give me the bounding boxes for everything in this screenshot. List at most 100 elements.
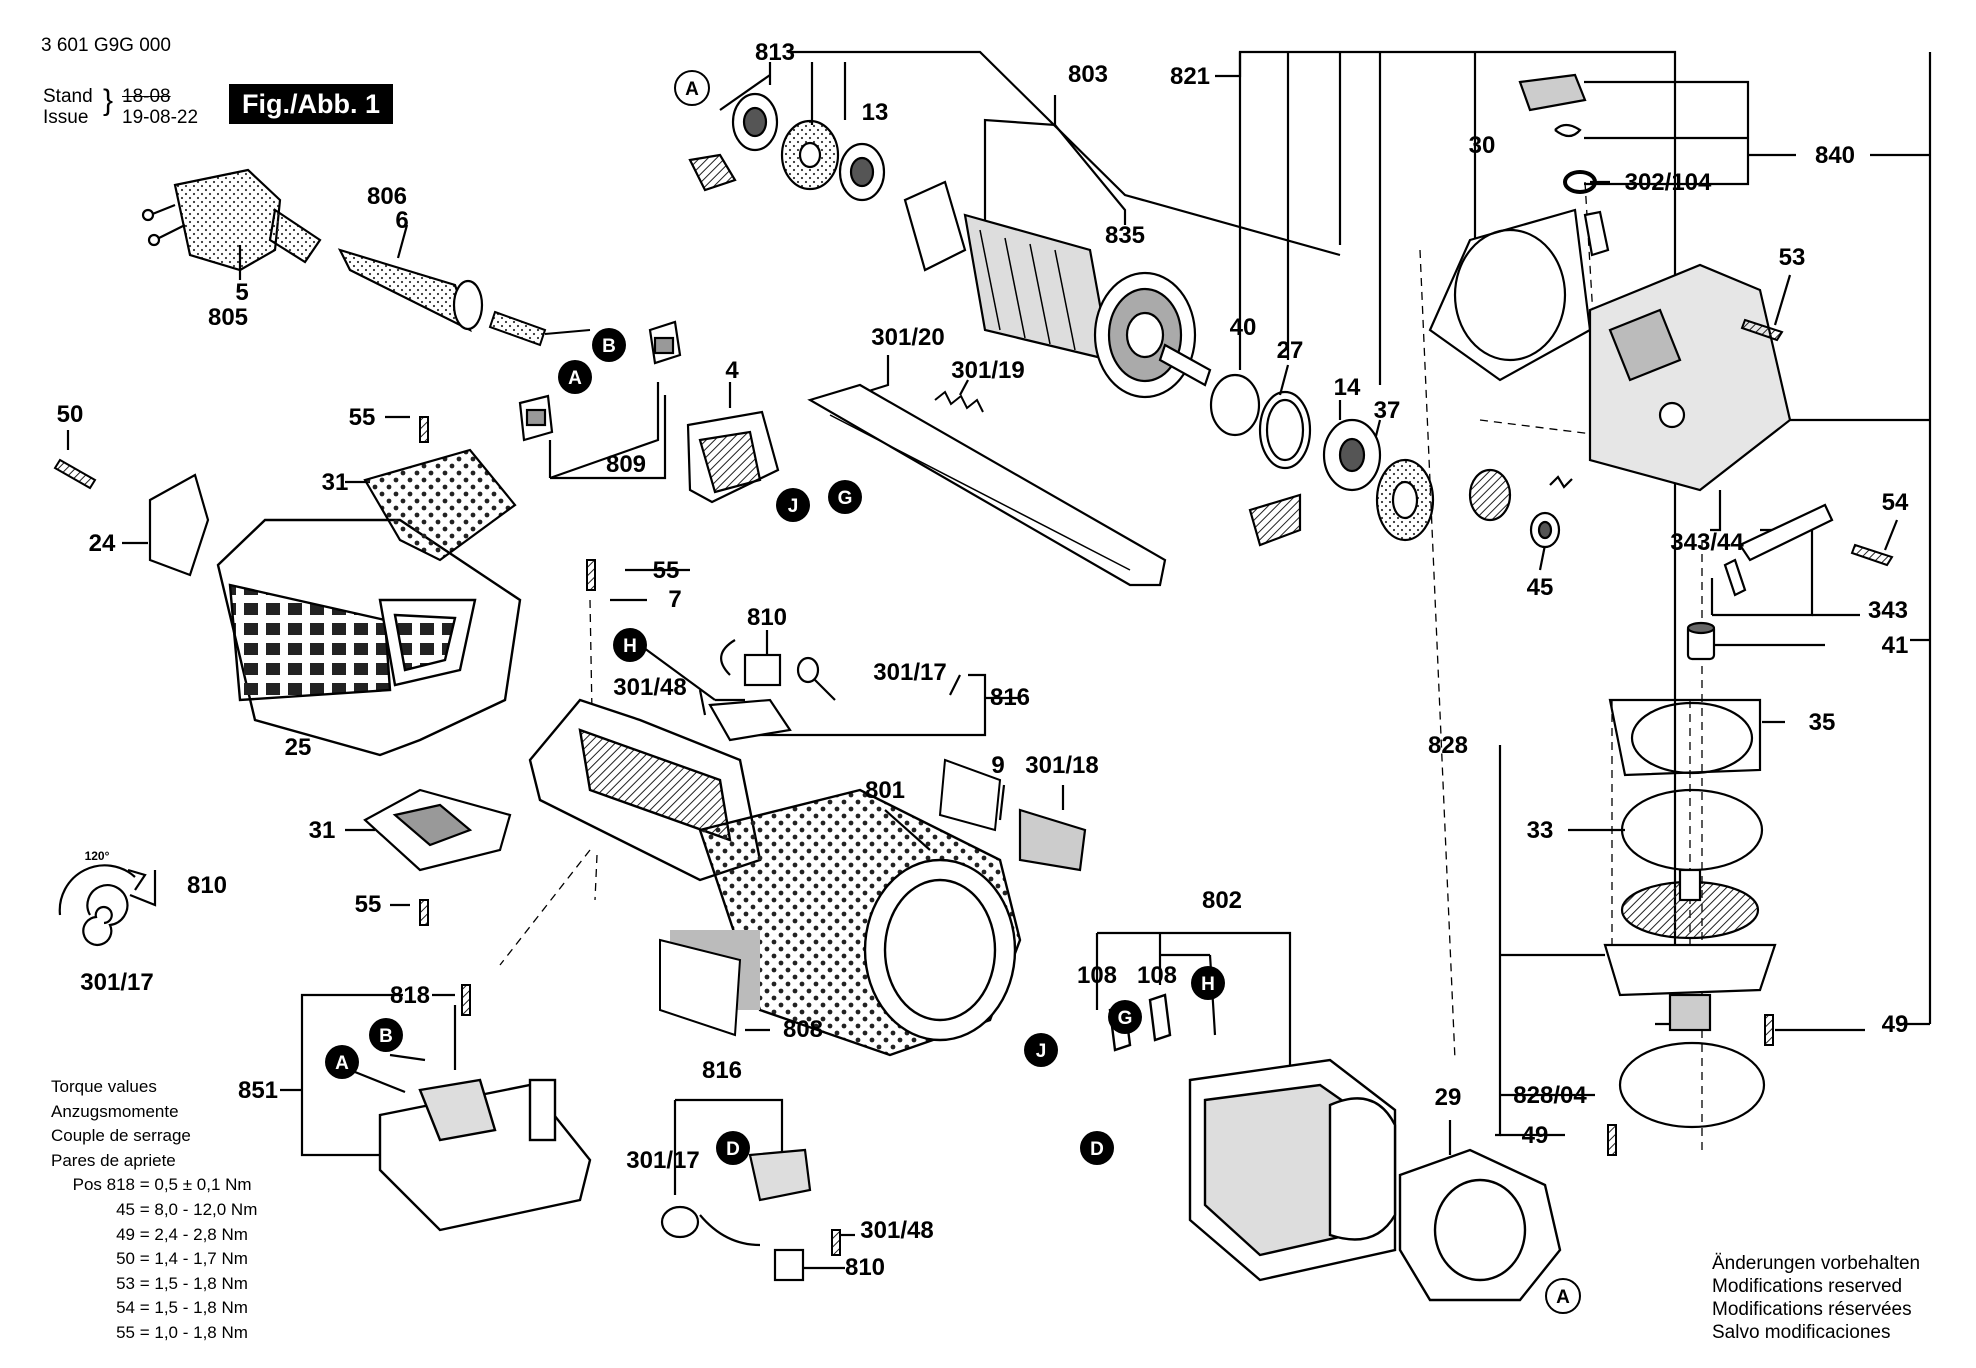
stand-label: Stand xyxy=(43,86,93,107)
armature xyxy=(903,180,1212,399)
marker-J2: J xyxy=(1024,1033,1058,1067)
spring xyxy=(934,390,984,413)
svg-text:H: H xyxy=(1201,974,1215,995)
switch-module xyxy=(686,410,780,504)
label-835: 835 xyxy=(1105,222,1145,249)
label-24: 24 xyxy=(89,530,116,557)
marker-H1: H xyxy=(613,628,647,662)
label-343-44: 343/44 xyxy=(1670,529,1744,556)
label-301-48a: 301/48 xyxy=(613,674,686,701)
label-40: 40 xyxy=(1230,314,1257,341)
brush-holder-clips xyxy=(518,320,682,442)
label-810c: 810 xyxy=(845,1254,885,1281)
power-cord-plug xyxy=(141,168,322,272)
label-37: 37 xyxy=(1374,397,1401,424)
torque-title-de: Anzugsmomente xyxy=(51,1101,179,1121)
label-9 xyxy=(938,758,1002,832)
label-806: 806 xyxy=(367,183,407,210)
label-29: 29 xyxy=(1435,1084,1462,1111)
torque-row: Pos 818 = 0,5 ± 0,1 Nm xyxy=(72,1175,252,1195)
label-821: 821 xyxy=(1170,63,1210,90)
label-108b: 108 xyxy=(1137,962,1177,989)
brush-810c xyxy=(660,1148,812,1282)
label-805: 805 xyxy=(208,304,248,331)
spindle-lock-parts xyxy=(1518,73,1610,257)
electronics-851 xyxy=(378,1078,592,1232)
label-33: 33 xyxy=(1527,817,1554,844)
motor-housing-25 xyxy=(216,518,522,757)
label-803: 803 xyxy=(1068,61,1108,88)
svg-text:A: A xyxy=(1556,1287,1570,1308)
label-4: 4 xyxy=(725,357,739,384)
issue-label: Issue xyxy=(43,107,89,128)
label-14: 14 xyxy=(1334,374,1361,401)
label-35: 35 xyxy=(1809,709,1836,736)
gear-housing-cover xyxy=(1428,208,1792,492)
label-9: 9 xyxy=(991,752,1004,779)
torque-row: 45 = 8,0 - 12,0 Nm xyxy=(116,1199,258,1219)
leader-lines xyxy=(66,50,1932,1270)
marker-A1-outline: A xyxy=(674,70,710,106)
svg-text:A: A xyxy=(335,1053,349,1074)
marker-A2: A xyxy=(558,360,592,394)
notice-en: Modifications reserved xyxy=(1712,1276,1903,1297)
torque-row: 55 = 1,0 - 1,8 Nm xyxy=(116,1322,248,1342)
svg-text:J: J xyxy=(788,496,799,517)
torque-row: 53 = 1,5 - 1,8 Nm xyxy=(116,1273,248,1293)
part-number: 3 601 G9G 000 xyxy=(41,35,171,56)
label-55b: 55 xyxy=(653,557,680,584)
label-810a: 810 xyxy=(747,604,787,631)
marker-B2: B xyxy=(369,1018,403,1052)
label-301-19: 301/19 xyxy=(951,357,1024,384)
part-301-18 xyxy=(1018,808,1087,872)
label-818: 818 xyxy=(390,982,430,1009)
label-301-18: 301/18 xyxy=(1025,752,1098,779)
label-49a: 49 xyxy=(1882,1011,1909,1038)
label-54: 54 xyxy=(1882,489,1909,516)
label-808: 808 xyxy=(783,1016,823,1043)
svg-text:A: A xyxy=(568,368,582,389)
torque-row: 49 = 2,4 - 2,8 Nm xyxy=(116,1224,248,1244)
label-49b: 49 xyxy=(1522,1122,1549,1149)
label-31b: 31 xyxy=(309,817,336,844)
label-840: 840 xyxy=(1815,142,1855,169)
sleeve-41 xyxy=(1686,621,1716,661)
notice-de: Änderungen vorbehalten xyxy=(1712,1253,1921,1274)
label-301-17a: 301/17 xyxy=(873,659,946,686)
label-5: 5 xyxy=(235,279,248,306)
cord-sleeve xyxy=(337,248,484,333)
rings-and-bearing xyxy=(1209,373,1435,547)
label-810b: 810 xyxy=(187,872,227,899)
label-828-04: 828/04 xyxy=(1513,1082,1587,1109)
svg-text:B: B xyxy=(379,1026,393,1047)
label-808 xyxy=(659,938,742,1037)
torque-title-en: Torque values xyxy=(51,1077,157,1096)
marker-D2: D xyxy=(1080,1131,1114,1165)
label-30: 30 xyxy=(1469,132,1496,159)
svg-text:J: J xyxy=(1036,1041,1047,1062)
label-55c: 55 xyxy=(355,891,382,918)
brush-810a xyxy=(708,639,836,742)
issue-date: 19-08-22 xyxy=(122,107,199,128)
label-813: 813 xyxy=(755,39,795,66)
screws xyxy=(53,318,1894,1256)
torque-title-fr: Couple de serrage xyxy=(51,1126,191,1146)
lock-lever xyxy=(1723,503,1834,597)
cover-31-bottom xyxy=(363,788,512,872)
svg-text:G: G xyxy=(1118,1008,1133,1029)
marker-A4-outline: A xyxy=(1545,1278,1581,1314)
svg-text:H: H xyxy=(623,636,637,657)
marker-A3: A xyxy=(325,1045,359,1079)
label-851: 851 xyxy=(238,1077,278,1104)
label-301-17b: 301/17 xyxy=(80,969,153,996)
connector-markers: A B A G J H B A xyxy=(325,70,1581,1314)
label-301-48b: 301/48 xyxy=(860,1217,933,1244)
label-816a: 816 xyxy=(990,684,1030,711)
notice-es: Salvo modificaciones xyxy=(1712,1322,1891,1343)
svg-text:D: D xyxy=(1090,1139,1104,1160)
label-13: 13 xyxy=(862,99,889,126)
cable-end xyxy=(488,310,591,347)
label-343: 343 xyxy=(1868,597,1908,624)
angle-label: 120° xyxy=(85,849,110,863)
